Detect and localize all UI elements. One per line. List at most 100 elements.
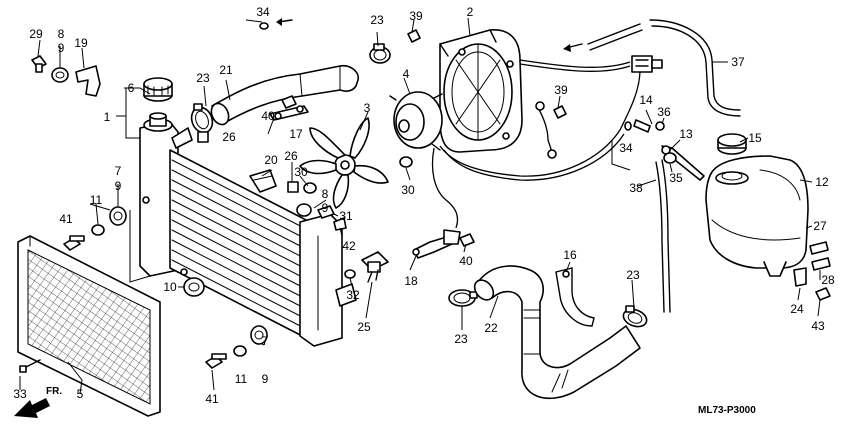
callout-24: 24	[790, 302, 804, 316]
front-direction-arrow: FR.	[14, 386, 62, 418]
clip-36	[655, 121, 665, 131]
collar-8-9-upper	[51, 67, 69, 83]
nut-30-left	[303, 182, 317, 194]
washer-32	[344, 269, 356, 279]
thermostat-switch	[361, 251, 389, 283]
callout-8-upper: 8	[58, 27, 65, 41]
bolt-41-lower	[205, 353, 227, 369]
callout-31: 31	[339, 209, 353, 223]
callout-37: 37	[731, 55, 745, 69]
clip-26-mid	[287, 181, 299, 193]
bolt-41-mid	[63, 235, 85, 251]
callout-16: 16	[563, 248, 577, 262]
callout-9-right: 9	[322, 201, 329, 215]
radiator-grille	[17, 235, 161, 417]
radiator-core	[139, 112, 357, 347]
callout-25: 25	[357, 320, 371, 334]
clip-14	[633, 119, 651, 133]
collar-11-mid	[91, 224, 105, 236]
callout-12: 12	[815, 175, 829, 189]
callout-11-mid: 11	[90, 193, 103, 207]
callout-43: 43	[811, 319, 825, 333]
callout-21: 21	[219, 63, 233, 77]
callout-41-mid: 41	[59, 212, 73, 226]
callout-30-left: 30	[294, 165, 308, 179]
leader-lines	[19, 17, 821, 395]
callout-19: 19	[74, 36, 88, 50]
callout-11-lower: 11	[235, 372, 248, 386]
hose-clamp-lower-left	[448, 289, 478, 307]
callout-5: 5	[77, 387, 84, 401]
callout-28: 28	[821, 273, 835, 287]
clip-34-mid	[624, 121, 632, 131]
bolt-42	[333, 217, 347, 231]
callout-14: 14	[639, 93, 653, 107]
bolt-40-upper	[281, 95, 297, 109]
flow-arrow-tube	[563, 43, 583, 52]
bolt-39-mid	[553, 105, 567, 119]
collar-8-9-mid	[296, 203, 312, 217]
stay-24	[793, 267, 807, 287]
callout-36: 36	[657, 105, 671, 119]
bolt-39-upper	[407, 29, 421, 43]
overflow-tube	[587, 19, 741, 117]
callout-10: 10	[163, 280, 177, 294]
callout-23-lower-left: 23	[454, 332, 468, 346]
callout-20: 20	[264, 153, 278, 167]
diagram-code: ML73-P3000	[698, 405, 756, 416]
callout-30-right: 30	[401, 183, 415, 197]
clip-20	[249, 169, 277, 193]
lower-hose	[473, 265, 641, 400]
screw-33	[19, 359, 41, 373]
callout-9-lower: 9	[262, 372, 269, 386]
callout-27: 27	[813, 219, 827, 233]
callout-13: 13	[679, 127, 693, 141]
nut-30-right	[399, 156, 413, 168]
callout-9-upper: 9	[58, 41, 65, 55]
callout-17: 17	[289, 127, 303, 141]
hose-clip	[555, 267, 595, 327]
hose-clamp-lower-right	[622, 305, 648, 328]
bolt-40-lower	[459, 233, 475, 247]
callout-29: 29	[29, 27, 43, 41]
callout-7-lower: 7	[262, 334, 269, 348]
callout-7-mid: 7	[115, 164, 122, 178]
clip-34-upper	[259, 22, 269, 30]
flow-arrow-upper	[276, 18, 293, 26]
clip-26-upper	[197, 131, 209, 143]
callout-22: 22	[484, 321, 498, 335]
callout-8-mid: 8	[322, 187, 329, 201]
callout-4: 4	[403, 67, 410, 81]
callout-6: 6	[128, 81, 135, 95]
reserve-tank	[705, 155, 809, 277]
clamp-35	[663, 152, 677, 164]
callout-34-mid: 34	[619, 141, 633, 155]
callout-40-upper: 40	[261, 109, 275, 123]
callout-33: 33	[13, 387, 27, 401]
grommet-10	[183, 277, 205, 297]
callout-35: 35	[669, 171, 683, 185]
callout-34-upper: 34	[256, 5, 270, 19]
callout-40-lower: 40	[459, 254, 473, 268]
callout-2: 2	[467, 5, 474, 19]
reserve-tank-cap	[717, 133, 747, 155]
callout-26-upper: 26	[222, 130, 236, 144]
callout-23-lower-right: 23	[626, 268, 640, 282]
fan-motor	[389, 91, 443, 151]
upper-hose	[210, 64, 360, 126]
callout-26-mid: 26	[284, 149, 298, 163]
callout-3: 3	[364, 101, 371, 115]
callout-23-upper-right: 23	[370, 13, 384, 27]
clamp-bracket-19	[75, 65, 101, 97]
callout-41-lower: 41	[205, 392, 219, 406]
hose-clamp-upper-left	[190, 103, 214, 134]
fan-shroud	[439, 29, 523, 153]
callout-1: 1	[104, 110, 111, 124]
callout-9-mid: 9	[115, 179, 122, 193]
direction-label: FR.	[46, 386, 62, 397]
grommet-7-9-mid	[109, 206, 127, 226]
label-27	[809, 241, 829, 255]
fan-wiring-harness	[431, 55, 663, 229]
sensor-bracket	[412, 229, 461, 259]
